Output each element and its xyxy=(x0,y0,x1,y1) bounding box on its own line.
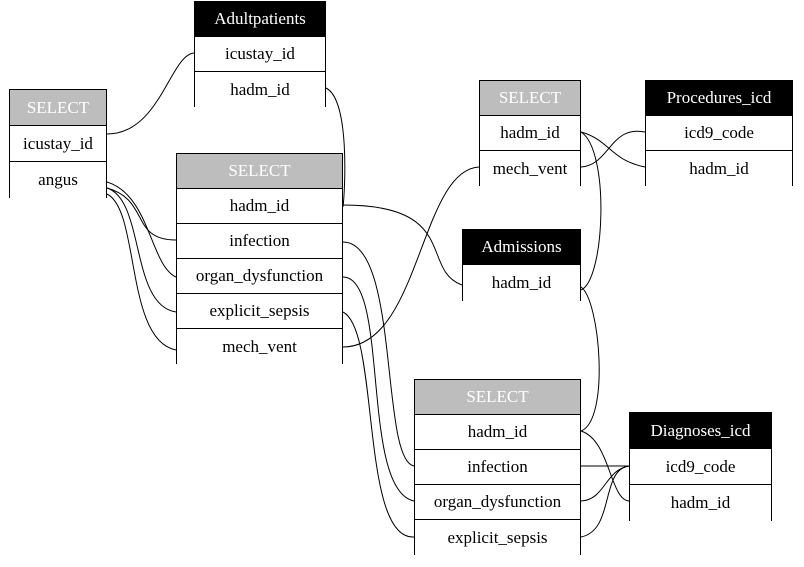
edge-angus-organ-dysfunction xyxy=(106,181,177,278)
edge-angus-explicit-sepsis xyxy=(106,187,177,313)
edge-select3-hadm-procedures xyxy=(580,131,646,168)
edge-select4-organ-diagnoses xyxy=(580,465,630,502)
edge-angus-mech-vent xyxy=(106,193,177,351)
adultpatients-title: Adultpatients xyxy=(195,2,325,37)
select1-field-angus: angus xyxy=(10,162,106,198)
select3-field-mech-vent: mech_vent xyxy=(480,151,580,186)
procedures-field-hadm-id: hadm_id xyxy=(646,151,792,186)
diagnoses-field-icd9-code: icd9_code xyxy=(630,449,771,485)
procedures-field-icd9-code: icd9_code xyxy=(646,116,792,151)
select4-title: SELECT xyxy=(415,380,580,415)
edge-select2-sepsis-select4 xyxy=(342,311,415,538)
edge-select1-icustay-adultpatients xyxy=(106,52,195,135)
diagnoses-title: Diagnoses_icd xyxy=(630,413,771,449)
adultpatients-field-icustay-id: icustay_id xyxy=(195,37,325,72)
select2-title: SELECT xyxy=(177,154,342,189)
select1-field-icustay-id: icustay_id xyxy=(10,126,106,162)
select4-field-hadm-id: hadm_id xyxy=(415,415,580,450)
edge-select2-mechvent-select3 xyxy=(342,166,480,348)
select1-title: SELECT xyxy=(10,90,106,126)
select3-title: SELECT xyxy=(480,81,580,116)
procedures-title: Procedures_icd xyxy=(646,81,792,116)
edge-select2-infection-select4 xyxy=(342,241,415,467)
admissions-title: Admissions xyxy=(463,230,580,265)
select2-field-organ-dysfunction: organ_dysfunction xyxy=(177,259,342,294)
select4-field-organ-dysfunction: organ_dysfunction xyxy=(415,485,580,520)
diagnoses-field-hadm-id: hadm_id xyxy=(630,485,771,521)
select2-field-explicit-sepsis: explicit_sepsis xyxy=(177,294,342,329)
admissions-field-hadm-id: hadm_id xyxy=(463,265,580,301)
edge-select3-mechvent-procedures xyxy=(580,130,646,168)
edge-select4-sepsis-diagnoses xyxy=(580,465,630,538)
edge-select3-hadm-admissions xyxy=(580,131,602,291)
edge-select2-organ-select4 xyxy=(342,276,415,502)
edge-select2-hadm-admissions xyxy=(342,204,463,286)
select2-field-hadm-id: hadm_id xyxy=(177,189,342,224)
select3-field-hadm-id: hadm_id xyxy=(480,116,580,151)
select2-field-mech-vent: mech_vent xyxy=(177,329,342,364)
edge-angus-infection xyxy=(106,187,177,241)
edge-admissions-hadm-select4 xyxy=(580,286,600,432)
select4-field-infection: infection xyxy=(415,450,580,485)
adultpatients-field-hadm-id: hadm_id xyxy=(195,72,325,107)
select4-field-explicit-sepsis: explicit_sepsis xyxy=(415,520,580,555)
edge-select4-hadm-diagnoses xyxy=(580,430,630,502)
select2-field-infection: infection xyxy=(177,224,342,259)
